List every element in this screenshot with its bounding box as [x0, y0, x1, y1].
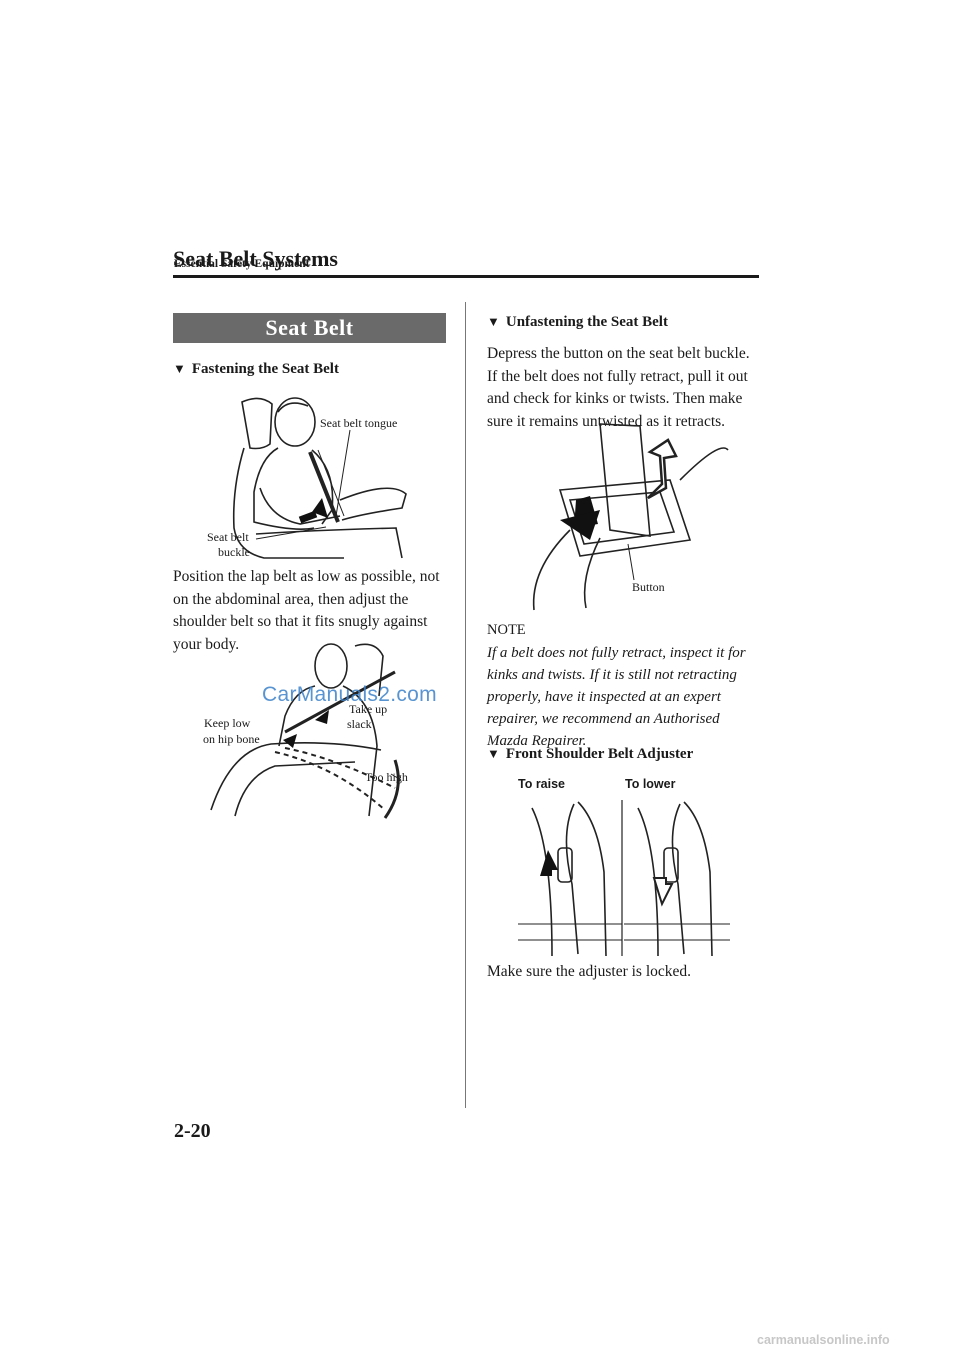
fastening-heading: ▼Fastening the Seat Belt: [173, 361, 339, 377]
adjuster-locked-text: Make sure the adjuster is locked.: [487, 963, 692, 980]
unfastening-paragraph: Depress the button on the seat belt buck…: [487, 345, 750, 430]
label-seat-belt-buckle-1: Seat belt: [207, 530, 249, 544]
unfastening-heading: ▼Unfastening the Seat Belt: [487, 314, 668, 330]
triangle-down-icon: ▼: [487, 314, 500, 329]
shoulder-adjuster-illustration: [518, 800, 730, 957]
seat-belt-banner: Seat Belt: [173, 313, 446, 343]
page-number: 2-20: [174, 1120, 211, 1142]
label-keep-low-1: Keep low: [204, 716, 251, 730]
label-take-up-slack-1: Take up: [349, 702, 388, 716]
adjuster-heading: ▼Front Shoulder Belt Adjuster: [487, 746, 694, 762]
watermark: CarManuals2.com: [262, 683, 437, 706]
footer-watermark: carmanualsonline.info: [757, 1333, 890, 1347]
fastening-illustration: [232, 397, 407, 559]
belt-positioning-illustration: [210, 643, 402, 819]
column-divider: [465, 302, 466, 1108]
label-to-lower: To lower: [625, 777, 676, 791]
buckle-release-illustration: [532, 423, 729, 611]
triangle-down-icon: ▼: [173, 361, 186, 376]
note-heading: NOTE: [487, 622, 526, 638]
label-button: Button: [632, 580, 665, 594]
lap-belt-paragraph: Position the lap belt as low as possible…: [173, 568, 440, 653]
label-seat-belt-tongue: Seat belt tongue: [320, 416, 398, 430]
label-keep-low-2: on hip bone: [203, 732, 260, 746]
section-label: Essential Safety Equipment: [174, 258, 310, 270]
triangle-down-icon: ▼: [487, 746, 500, 761]
label-to-raise: To raise: [518, 777, 566, 791]
label-take-up-slack-2: slack: [347, 717, 372, 731]
note-text: If a belt does not fully retract, inspec…: [487, 645, 746, 749]
label-too-high: Too high: [365, 770, 408, 784]
title-rule: [173, 275, 759, 278]
label-seat-belt-buckle-2: buckle: [218, 545, 250, 559]
page-title: Seat Belt Systems: [173, 246, 338, 271]
